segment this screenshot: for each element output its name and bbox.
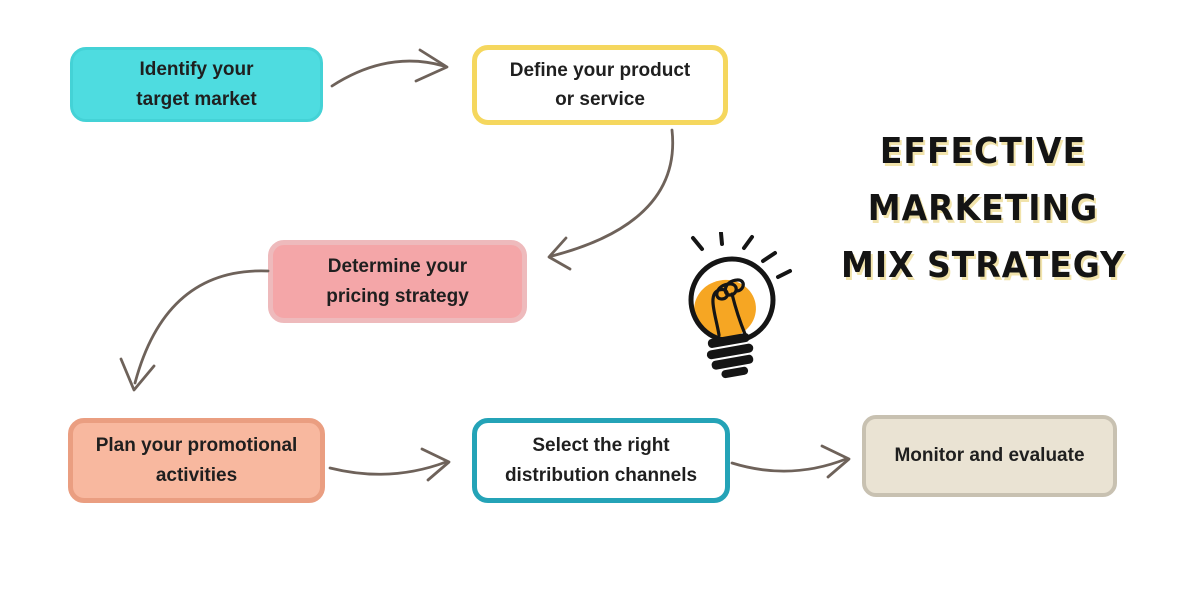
- flow-step-plan-promotional-activities: Plan your promotional activities: [68, 418, 325, 503]
- lightbulb-icon: [688, 232, 792, 379]
- flow-step-identify-target-market: Identify your target market: [70, 47, 323, 122]
- curved-arrow-icon: [330, 48, 449, 88]
- title-line: MARKETING: [867, 186, 1099, 229]
- title-line: EFFECTIVE: [879, 129, 1087, 172]
- flow-step-select-distribution-channels: Select the right distribution channels: [472, 418, 730, 503]
- flow-step-monitor-and-evaluate: Monitor and evaluate: [862, 415, 1117, 497]
- curved-arrow-icon: [730, 444, 851, 479]
- curved-arrow-icon: [547, 128, 675, 271]
- curved-arrow-icon: [119, 269, 270, 392]
- flow-step-determine-pricing-strategy: Determine your pricing strategy: [268, 240, 527, 323]
- flow-step-define-product-or-service: Define your product or service: [472, 45, 728, 125]
- diagram-title: EFFECTIVE MARKETING MIX STRATEGY: [818, 122, 1148, 293]
- curved-arrow-icon: [328, 447, 451, 482]
- title-line: MIX STRATEGY: [840, 243, 1126, 286]
- bulb-base: [706, 333, 754, 379]
